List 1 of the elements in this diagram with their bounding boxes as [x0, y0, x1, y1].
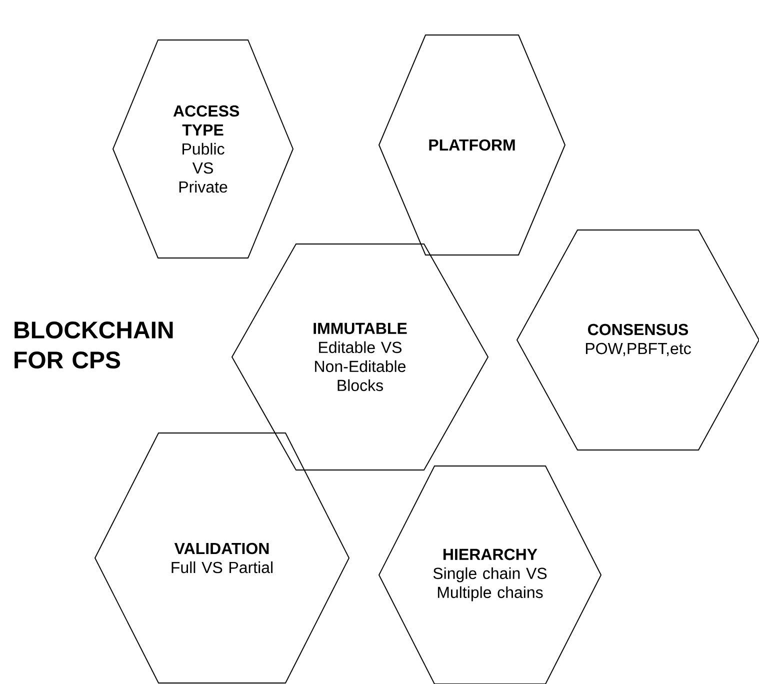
title-text: BLOCKCHAIN FOR CPS: [14, 322, 173, 368]
